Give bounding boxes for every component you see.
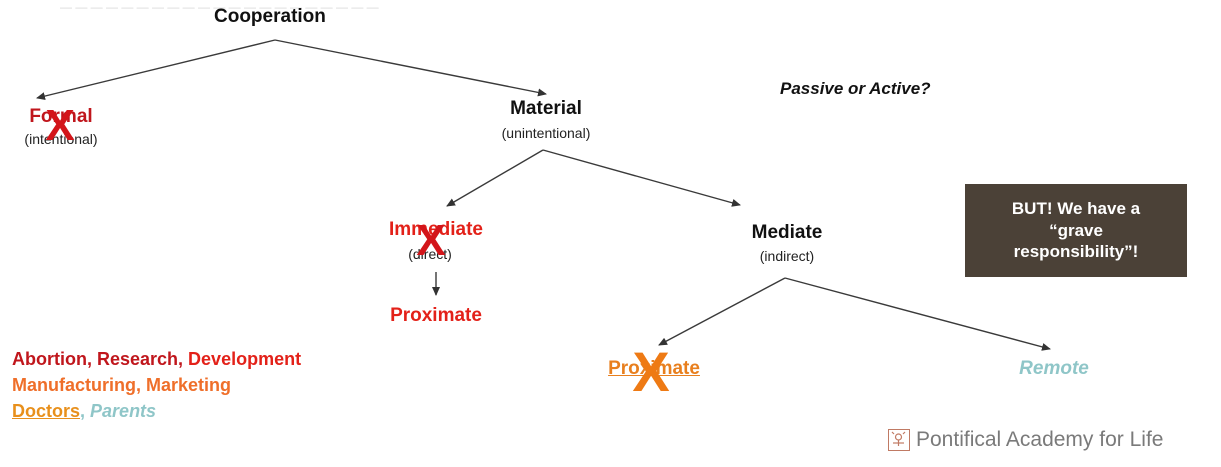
example-manufacturing-marketing: Manufacturing, Marketing <box>12 375 232 395</box>
footer-brand: Pontifical Academy for Life <box>888 428 1163 452</box>
examples-line-2: Manufacturing, Marketing <box>12 372 301 398</box>
example-abortion-research: Abortion, Research, <box>12 349 189 369</box>
passive-active-question: Passive or Active? <box>780 79 931 98</box>
example-separator: , <box>80 401 91 421</box>
node-proximate-indirect: Proximate <box>608 358 700 379</box>
node-formal-sub: (intentional) <box>24 131 98 147</box>
arrow-cooperation-to-formal <box>36 39 276 100</box>
node-mediate: Mediate <box>751 222 823 243</box>
example-parents: Parents <box>90 401 157 421</box>
node-remote: Remote <box>1019 358 1089 379</box>
arrow-material-to-mediate <box>542 149 741 207</box>
node-immediate: Immediate <box>389 219 483 240</box>
arrow-mediate-to-proximate <box>658 277 786 346</box>
arrow-cooperation-to-material <box>274 39 547 97</box>
arrow-material-to-immediate <box>446 149 544 207</box>
callout-text: BUT! We have a “grave responsibility”! <box>1011 198 1141 262</box>
node-material: Material <box>510 98 582 119</box>
node-material-sub: (unintentional) <box>501 125 591 141</box>
node-proximate-direct: Proximate <box>390 305 482 326</box>
arrow-mediate-to-remote <box>784 277 1051 351</box>
examples-line-1: Abortion, Research, Development <box>12 346 301 372</box>
academy-logo-icon <box>888 429 910 451</box>
cropped-top-text: — — — — — — — — — — — — — — — — — — — — … <box>60 0 379 14</box>
node-mediate-sub: (indirect) <box>759 248 815 264</box>
grave-responsibility-callout: BUT! We have a “grave responsibility”! <box>965 184 1187 277</box>
node-immediate-sub: (direct) <box>408 246 452 262</box>
node-formal: Formal <box>29 106 93 127</box>
examples-line-3: Doctors, Parents <box>12 398 301 424</box>
root-title: Cooperation <box>214 6 326 27</box>
example-doctors: Doctors <box>12 401 81 421</box>
example-development: Development <box>188 349 302 369</box>
footer-text: Pontifical Academy for Life <box>916 428 1164 451</box>
examples-list: Abortion, Research, Development Manufact… <box>12 346 301 424</box>
